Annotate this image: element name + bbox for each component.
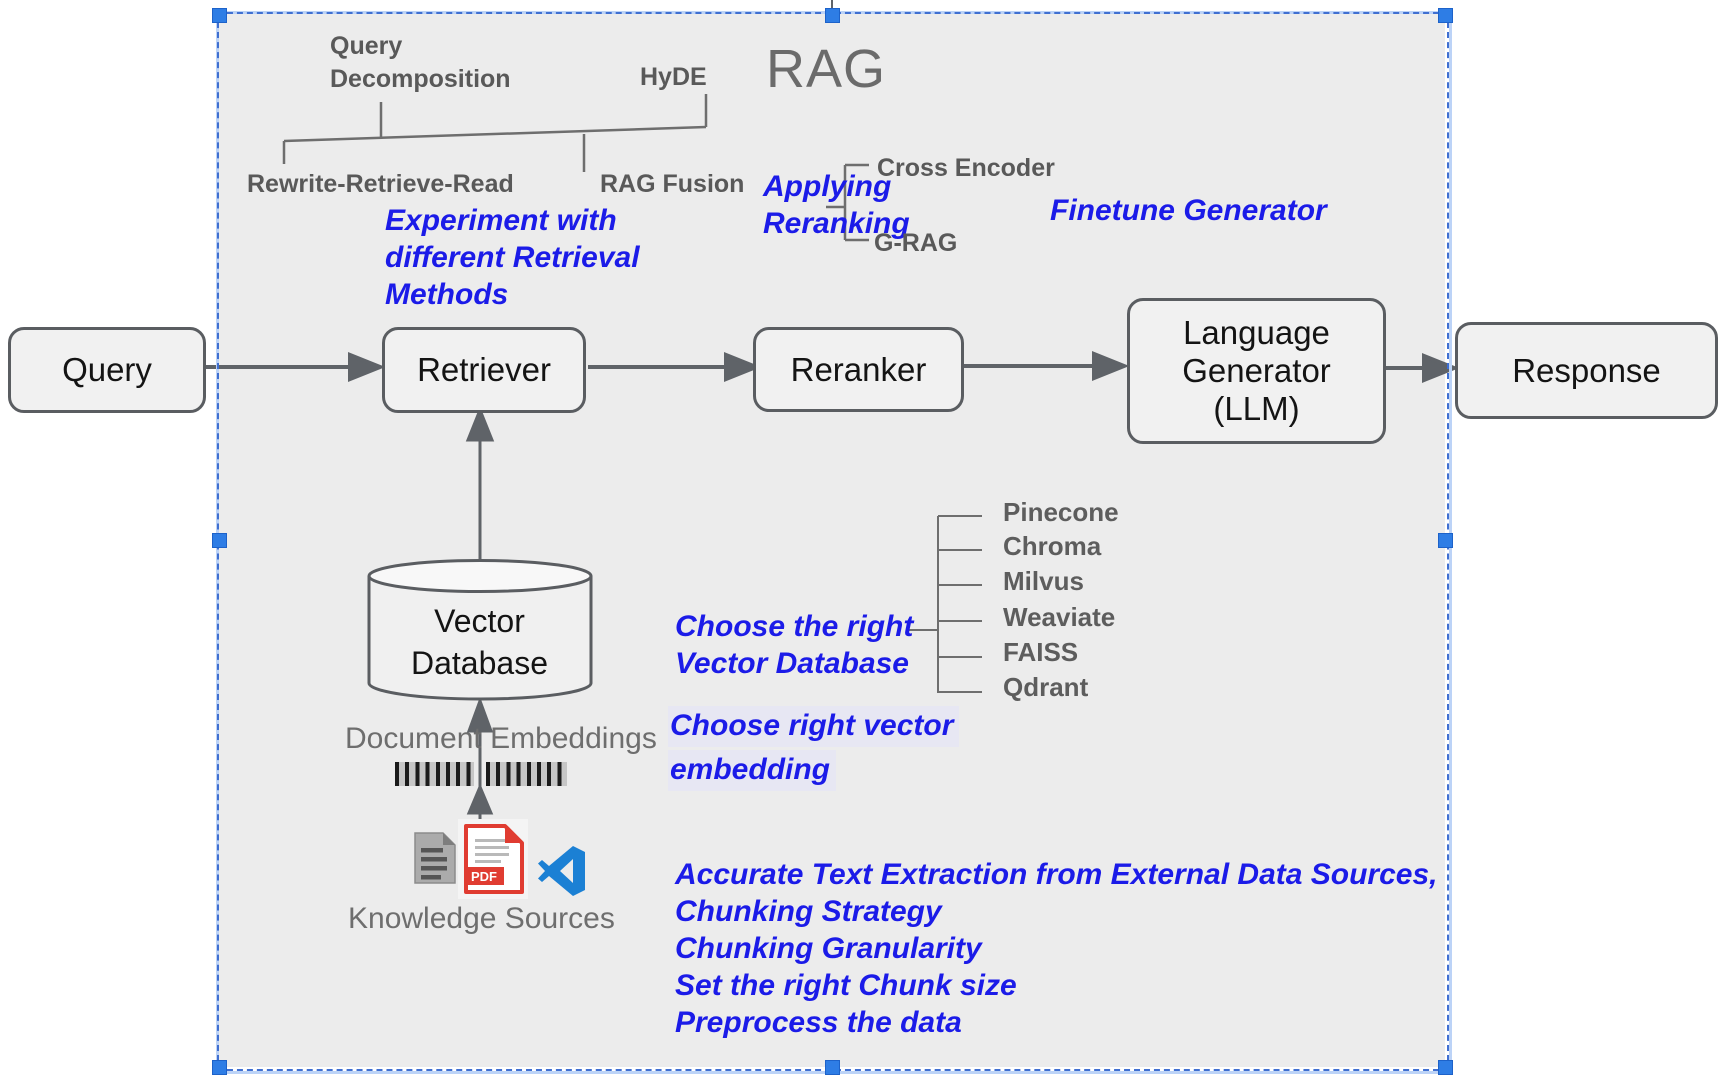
selection-handle-top-mid[interactable] (825, 8, 840, 23)
document-icon[interactable] (413, 831, 457, 885)
db-option-qdrant[interactable]: Qdrant (1003, 672, 1089, 702)
tree-label-rag-fusion[interactable]: RAG Fusion (600, 170, 745, 198)
vector-database-label: Vector Database (411, 603, 548, 681)
db-option-weaviate[interactable]: Weaviate (1003, 602, 1116, 632)
rotation-handle-stem (831, 0, 833, 13)
embeddings-barcode-left (395, 762, 474, 786)
selection-handle-top-left[interactable] (212, 8, 227, 23)
document-embeddings-label[interactable]: Document Embeddings (345, 722, 657, 755)
flow-node-response[interactable]: Response (1455, 322, 1718, 419)
note-ingestion-advice[interactable]: Accurate Text Extraction from External D… (675, 858, 1438, 1039)
diagram-title: RAG (766, 39, 887, 99)
db-option-faiss[interactable]: FAISS (1003, 637, 1079, 667)
note-retrieval-methods[interactable]: Experiment with different Retrieval Meth… (385, 204, 640, 311)
note-choose-vector-db[interactable]: Choose the right Vector Database (675, 610, 914, 680)
diagram-group-panel[interactable] (219, 14, 1445, 1067)
embeddings-barcode-right (486, 762, 567, 786)
label-cross-encoder[interactable]: Cross Encoder (877, 154, 1055, 182)
svg-text:PDF: PDF (471, 869, 497, 884)
db-option-pinecone[interactable]: Pinecone (1003, 497, 1119, 527)
note-finetune-generator[interactable]: Finetune Generator (1050, 194, 1327, 227)
flow-node-query[interactable]: Query (8, 327, 206, 413)
selection-handle-bottom-right[interactable] (1438, 1060, 1453, 1075)
selection-handle-bottom-mid[interactable] (825, 1060, 840, 1075)
tree-label-hyde[interactable]: HyDE (640, 63, 707, 91)
tree-label-rewrite-retrieve-read[interactable]: Rewrite-Retrieve-Read (247, 170, 514, 198)
selection-handle-bottom-left[interactable] (212, 1060, 227, 1075)
tree-label-query-decomposition[interactable]: Query Decomposition (330, 32, 511, 93)
note-applying-reranking[interactable]: Applying Reranking (763, 170, 910, 240)
vector-database-cylinder[interactable] (366, 556, 594, 706)
selection-handle-left-mid[interactable] (212, 533, 227, 548)
db-option-milvus[interactable]: Milvus (1003, 566, 1084, 596)
flow-node-reranker[interactable]: Reranker (753, 327, 964, 412)
note-choose-embedding[interactable]: Choose right vector embedding (668, 706, 960, 791)
selection-handle-top-right[interactable] (1438, 8, 1453, 23)
db-option-chroma[interactable]: Chroma (1003, 531, 1102, 561)
label-g-rag[interactable]: G-RAG (874, 229, 958, 257)
vscode-icon[interactable] (538, 845, 588, 897)
flow-node-language-generator[interactable]: Language Generator (LLM) (1127, 298, 1386, 444)
selection-handle-right-mid[interactable] (1438, 533, 1453, 548)
knowledge-sources-label[interactable]: Knowledge Sources (348, 902, 615, 935)
selection-frame[interactable] (217, 12, 1449, 1071)
